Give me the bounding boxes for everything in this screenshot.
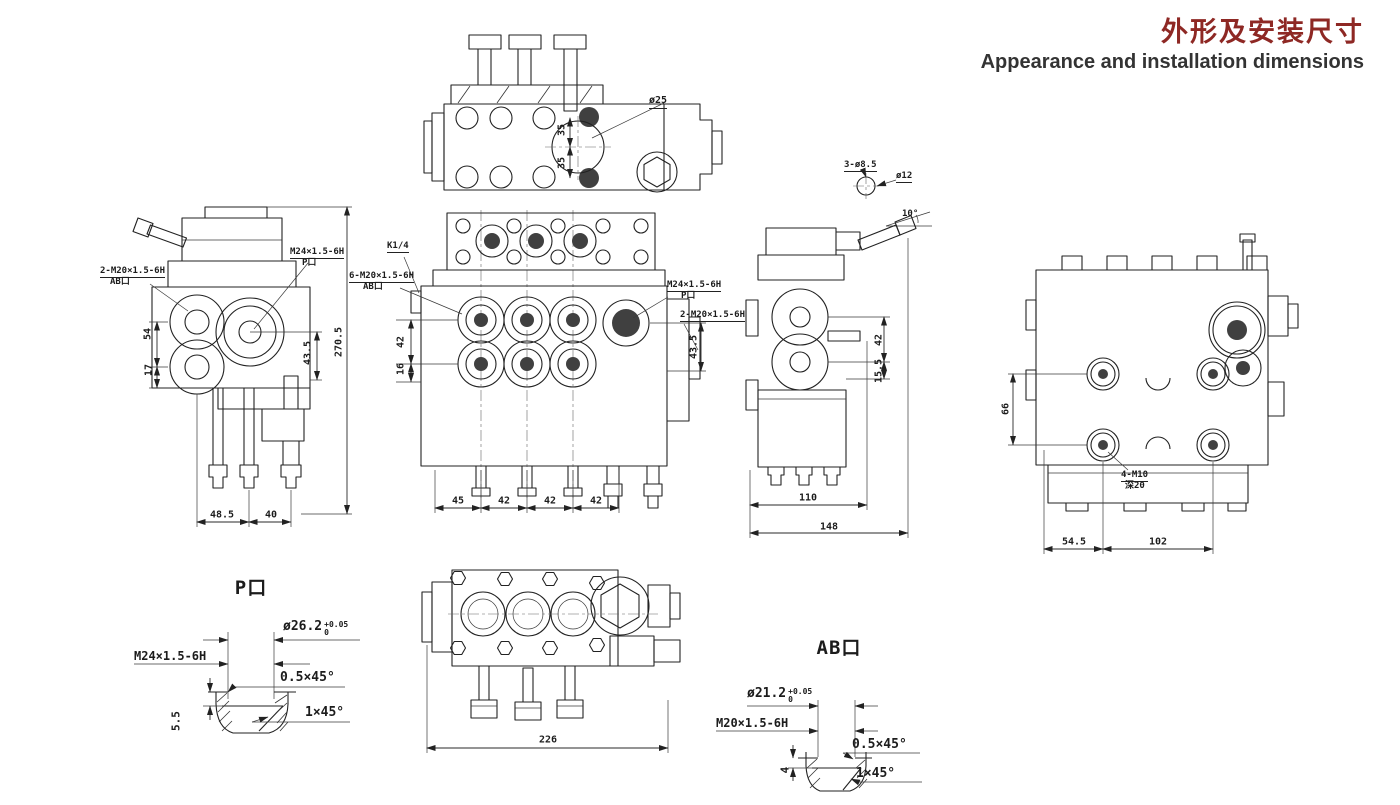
- page-title-en: Appearance and installation dimensions: [980, 51, 1364, 73]
- title-block: 外形及安装尺寸 Appearance and installation dime…: [981, 10, 1364, 74]
- p-port-detail-art: [134, 632, 360, 734]
- bottom-view-art: [421, 569, 681, 753]
- p-port-title: P口: [234, 577, 268, 600]
- top-view-diameter-label: ø25: [649, 95, 668, 109]
- right-view-holes-label: 3-ø8.5: [844, 160, 877, 173]
- top-view-art: [423, 34, 723, 193]
- ab-port-thread-label: M20×1.5-6H: [716, 716, 789, 730]
- right-view-dim-15-5: 15.5: [873, 358, 885, 384]
- front-view-carryover-thread-label: 2-M20×1.5-6H: [680, 310, 746, 323]
- right-view-angle-label: 10°: [902, 209, 919, 219]
- ab-port-title: AB口: [816, 637, 862, 660]
- top-view-dim-lower: 35: [556, 156, 568, 170]
- left-view-dim-43-5: 43.5: [302, 340, 314, 366]
- ab-port-chamfer-a-label: 0.5×45°: [852, 737, 907, 752]
- left-view-art: [132, 206, 352, 527]
- front-view-dim-42: 42: [395, 335, 407, 349]
- front-view-plug-label: K1/4: [387, 241, 409, 254]
- right-view-dim-148: 148: [819, 521, 839, 533]
- left-view-p-thread-label: M24×1.5-6H: [290, 247, 345, 260]
- front-view-dim-42b: 42: [543, 495, 557, 507]
- left-view-ab-port-label: AB口: [110, 277, 130, 287]
- rear-view-dim-102: 102: [1148, 536, 1168, 548]
- bottom-view-dim-226: 226: [538, 734, 558, 746]
- ab-port-chamfer-b-label: 1×45°: [856, 766, 896, 781]
- p-port-diameter-value: ø26.2: [283, 619, 323, 634]
- left-view-ab-thread-label: 2-M20×1.5-6H: [100, 266, 166, 279]
- right-view-dia-12-label: ø12: [896, 171, 913, 184]
- p-port-dim-5-5: 5.5: [169, 711, 183, 731]
- front-view-dim-16: 16: [395, 362, 407, 376]
- p-port-thread-label: M24×1.5-6H: [134, 649, 207, 663]
- p-port-chamfer-b-label: 1×45°: [305, 705, 345, 720]
- front-view-ab-thread-label: 6-M20×1.5-6H: [349, 271, 415, 284]
- top-view-dim-upper: 35: [556, 123, 568, 137]
- page-title-zh: 外形及安装尺寸: [1161, 17, 1364, 48]
- front-view-ab-port-label: AB口: [363, 282, 383, 292]
- front-view-dim-42c: 42: [589, 495, 603, 507]
- rear-view-dim-54-5: 54.5: [1061, 536, 1087, 548]
- left-view-dim-40: 40: [264, 509, 278, 521]
- rear-view-depth-label: 深20: [1125, 481, 1145, 491]
- right-view-dim-110: 110: [798, 492, 818, 504]
- rear-view-dim-66: 66: [1000, 402, 1012, 416]
- rear-view-art: [1008, 233, 1299, 554]
- front-view-dim-42a: 42: [497, 495, 511, 507]
- ab-port-detail-art: [716, 700, 922, 792]
- p-port-chamfer-a-label: 0.5×45°: [280, 670, 335, 685]
- rear-view-holes-label: 4-M10: [1121, 470, 1149, 483]
- ab-port-dim-4: 4: [778, 766, 792, 774]
- front-view-p-thread-label: M24×1.5-6H: [667, 280, 722, 293]
- front-view-dim-45: 45: [451, 495, 465, 507]
- front-view-dim-43-5: 43.5: [688, 334, 700, 360]
- left-view-dim-54: 54: [142, 327, 154, 341]
- right-view-dim-42: 42: [873, 333, 885, 347]
- right-view-art: [745, 167, 932, 538]
- front-view-p-port-label: P口: [681, 291, 696, 301]
- left-view-p-port-label: P口: [302, 258, 317, 268]
- ab-port-diameter-value: ø21.2: [747, 686, 787, 701]
- front-view-art: [396, 210, 706, 513]
- left-view-dim-17: 17: [143, 363, 155, 377]
- left-view-dim-48-5: 48.5: [209, 509, 235, 521]
- left-view-dim-270-5: 270.5: [333, 326, 345, 358]
